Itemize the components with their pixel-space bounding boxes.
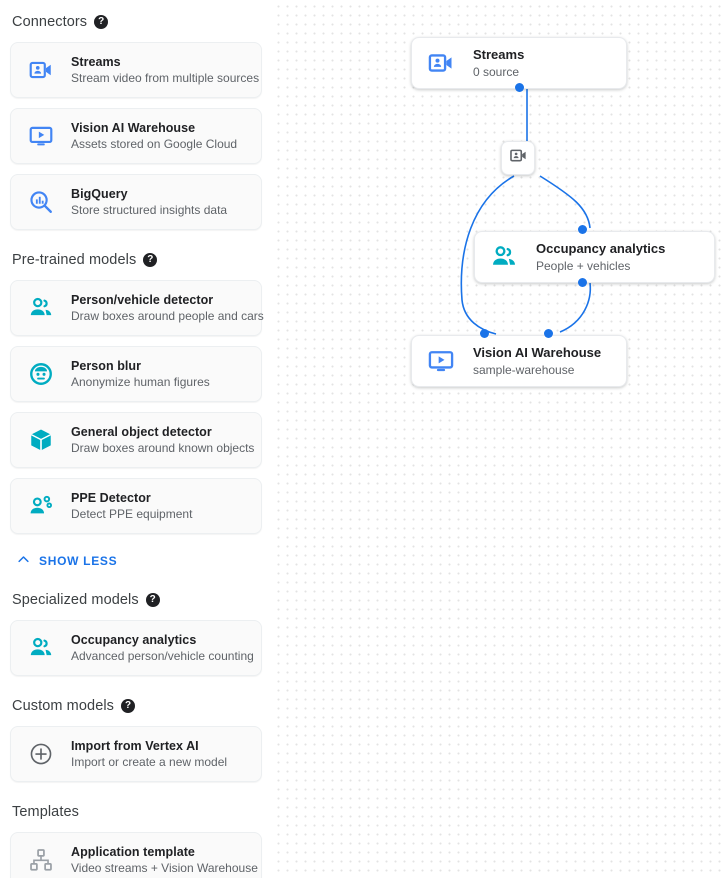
node-subtitle: 0 source — [473, 65, 520, 79]
monitor-play-icon — [426, 346, 456, 376]
port-occupancy-input[interactable] — [578, 225, 587, 234]
chevron-up-icon — [16, 552, 31, 570]
card-text: Person/vehicle detector Draw boxes aroun… — [71, 293, 264, 323]
cube-box-icon — [27, 426, 55, 454]
sidebar-card-application-template[interactable]: Application template Video streams + Vis… — [10, 832, 262, 878]
edge-relay-to-occupancy — [539, 175, 591, 229]
card-subtitle: Anonymize human figures — [71, 375, 210, 389]
card-text: Person blur Anonymize human figures — [71, 359, 210, 389]
canvas-node-stream-relay[interactable] — [501, 141, 535, 175]
card-subtitle: Store structured insights data — [71, 203, 228, 217]
section-header-specialized-models: Specialized models ? — [10, 580, 262, 620]
node-text: Streams 0 source — [473, 47, 524, 79]
card-text: Application template Video streams + Vis… — [71, 845, 258, 875]
sidebar-card-general-object-detector[interactable]: General object detector Draw boxes aroun… — [10, 412, 262, 468]
card-title: PPE Detector — [71, 491, 151, 505]
card-subtitle: Import or create a new model — [71, 755, 228, 769]
bigquery-search-icon — [27, 188, 55, 216]
ppe-person-icon — [27, 492, 55, 520]
section-title: Templates — [12, 804, 79, 820]
card-subtitle: Video streams + Vision Warehouse — [71, 861, 258, 875]
card-text: Occupancy analytics Advanced person/vehi… — [71, 633, 254, 663]
help-icon[interactable]: ? — [145, 593, 160, 607]
card-title: BigQuery — [71, 187, 128, 201]
show-less-label: SHOW LESS — [39, 554, 118, 568]
card-subtitle: Draw boxes around known objects — [71, 441, 255, 455]
canvas-node-vision-ai-warehouse[interactable]: Vision AI Warehouse sample-warehouse — [411, 335, 627, 387]
video-camera-icon — [27, 56, 55, 84]
port-warehouse-input-left[interactable] — [480, 329, 489, 338]
card-title: Streams — [71, 55, 121, 69]
card-title: Application template — [71, 845, 195, 859]
section-title: Custom models — [12, 698, 115, 714]
sidebar-card-ppe-detector[interactable]: PPE Detector Detect PPE equipment — [10, 478, 262, 534]
card-title: Import from Vertex AI — [71, 739, 199, 753]
section-header-templates: Templates — [10, 792, 262, 832]
sidebar-card-vision-ai-warehouse[interactable]: Vision AI Warehouse Assets stored on Goo… — [10, 108, 262, 164]
sidebar-card-person-blur[interactable]: Person blur Anonymize human figures — [10, 346, 262, 402]
video-camera-icon — [426, 48, 456, 78]
section-header-custom-models: Custom models ? — [10, 686, 262, 726]
graph-canvas[interactable]: Streams 0 source — [272, 0, 725, 878]
edge-relay-to-warehouse — [460, 175, 515, 335]
card-text: Vision AI Warehouse Assets stored on Goo… — [71, 121, 237, 151]
component-sidebar: Connectors ? Streams Stream video from m… — [0, 0, 272, 878]
sidebar-card-streams[interactable]: Streams Stream video from multiple sourc… — [10, 42, 262, 98]
card-text: General object detector Draw boxes aroun… — [71, 425, 255, 455]
node-title: Vision AI Warehouse — [473, 345, 602, 360]
card-title: General object detector — [71, 425, 212, 439]
sidebar-card-occupancy-analytics[interactable]: Occupancy analytics Advanced person/vehi… — [10, 620, 262, 676]
people-group-icon — [27, 634, 55, 662]
people-group-icon — [489, 242, 519, 272]
section-title: Pre-trained models — [12, 252, 137, 268]
section-header-pretrained-models: Pre-trained models ? — [10, 240, 262, 280]
section-title: Connectors — [12, 14, 88, 30]
port-occupancy-output[interactable] — [578, 278, 587, 287]
card-subtitle: Assets stored on Google Cloud — [71, 137, 238, 151]
sidebar-card-bigquery[interactable]: BigQuery Store structured insights data — [10, 174, 262, 230]
card-subtitle: Draw boxes around people and cars — [71, 309, 264, 323]
port-streams-output[interactable] — [515, 83, 524, 92]
card-title: Occupancy analytics — [71, 633, 197, 647]
show-less-button[interactable]: SHOW LESS — [10, 544, 262, 578]
section-title: Specialized models — [12, 592, 139, 608]
card-text: Streams Stream video from multiple sourc… — [71, 55, 260, 85]
plus-circle-icon — [27, 740, 55, 768]
canvas-node-streams[interactable]: Streams 0 source — [411, 37, 627, 89]
video-camera-icon — [509, 146, 528, 170]
help-icon[interactable]: ? — [143, 253, 158, 267]
canvas-node-occupancy-analytics[interactable]: Occupancy analytics People + vehicles — [474, 231, 715, 283]
sidebar-card-import-from-vertex-ai[interactable]: Import from Vertex AI Import or create a… — [10, 726, 262, 782]
port-warehouse-input-right[interactable] — [544, 329, 553, 338]
edge-occupancy-to-warehouse — [559, 282, 592, 333]
card-title: Person blur — [71, 359, 142, 373]
card-title: Person/vehicle detector — [71, 293, 214, 307]
card-subtitle: Detect PPE equipment — [71, 507, 193, 521]
node-subtitle: sample-warehouse — [473, 363, 575, 377]
help-icon[interactable]: ? — [94, 15, 109, 29]
section-header-connectors: Connectors ? — [10, 2, 262, 42]
node-title: Streams — [473, 47, 525, 62]
card-text: PPE Detector Detect PPE equipment — [71, 491, 192, 521]
card-text: BigQuery Store structured insights data — [71, 187, 227, 217]
help-icon[interactable]: ? — [121, 699, 136, 713]
edge-layer — [460, 88, 592, 335]
face-blur-icon — [27, 360, 55, 388]
node-title: Occupancy analytics — [536, 241, 666, 256]
hierarchy-icon — [27, 846, 55, 874]
people-group-icon — [27, 294, 55, 322]
node-subtitle: People + vehicles — [536, 259, 631, 273]
card-subtitle: Stream video from multiple sources — [71, 71, 260, 85]
node-text: Occupancy analytics People + vehicles — [536, 241, 665, 273]
monitor-play-icon — [27, 122, 55, 150]
card-title: Vision AI Warehouse — [71, 121, 196, 135]
node-text: Vision AI Warehouse sample-warehouse — [473, 345, 601, 377]
sidebar-card-person-vehicle-detector[interactable]: Person/vehicle detector Draw boxes aroun… — [10, 280, 264, 336]
card-text: Import from Vertex AI Import or create a… — [71, 739, 227, 769]
card-subtitle: Advanced person/vehicle counting — [71, 649, 254, 663]
